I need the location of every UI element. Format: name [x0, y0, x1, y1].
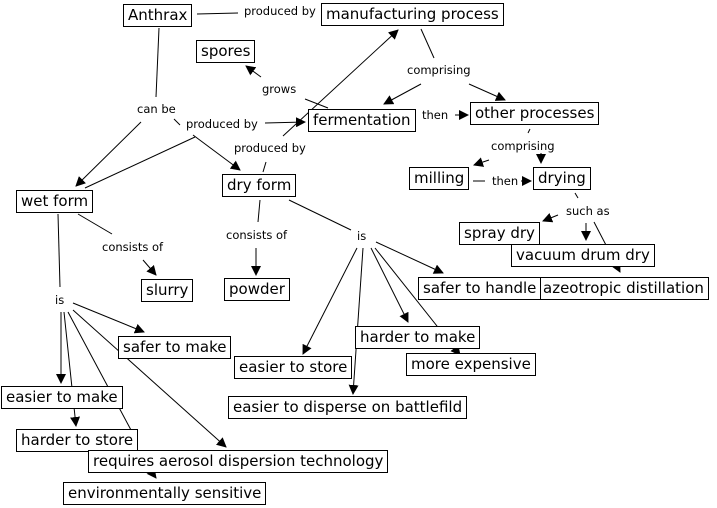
concept-slurry[interactable]: slurry — [141, 279, 194, 302]
edge — [72, 309, 227, 448]
concept-azeotropic-distillation[interactable]: azeotropic distillation — [538, 277, 709, 300]
link-label-such-as: such as — [565, 204, 611, 218]
edge — [262, 161, 267, 173]
concept-powder[interactable]: powder — [224, 278, 290, 301]
concept-dry-form[interactable]: dry form — [222, 174, 297, 197]
link-label-is: is — [54, 293, 66, 307]
edge — [527, 128, 531, 134]
edge — [72, 302, 145, 334]
concept-safer-to-handle[interactable]: safer to handle — [418, 277, 542, 300]
link-label-produced-by: produced by — [233, 141, 307, 155]
edge — [155, 27, 160, 98]
edge — [282, 29, 399, 137]
edge — [473, 157, 490, 167]
concept-environmentally-sensitive[interactable]: environmentally sensitive — [63, 482, 267, 505]
edge — [288, 199, 352, 231]
edge — [196, 12, 239, 15]
link-label-then: then — [491, 174, 520, 188]
concept-harder-to-store[interactable]: harder to store — [16, 429, 139, 452]
concept-drying[interactable]: drying — [533, 167, 591, 190]
edge — [77, 213, 113, 235]
concept-easier-to-disperse[interactable]: easier to disperse on battlefild — [228, 396, 468, 419]
edge — [84, 136, 196, 189]
concept-requires-aerosol[interactable]: requires aerosol dispersion technology — [88, 450, 389, 473]
concept-vacuum-drum-dry[interactable]: vacuum drum dry — [511, 244, 655, 267]
edge — [383, 83, 422, 105]
link-label-then: then — [421, 108, 450, 122]
link-label-produced-by: produced by — [243, 4, 317, 18]
edge — [142, 259, 157, 276]
edge — [375, 241, 444, 274]
concept-anthrax[interactable]: Anthrax — [123, 4, 193, 27]
edge — [302, 247, 358, 355]
edge — [542, 213, 559, 223]
concept-easier-to-make[interactable]: easier to make — [1, 386, 123, 409]
edge — [304, 98, 329, 109]
concept-manufacturing-process[interactable]: manufacturing process — [321, 3, 504, 26]
edge — [574, 192, 579, 199]
edge — [420, 28, 435, 59]
concept-wet-form[interactable]: wet form — [16, 190, 94, 213]
concept-other-processes[interactable]: other processes — [470, 102, 600, 125]
concept-more-expensive[interactable]: more expensive — [406, 353, 536, 376]
edge — [57, 213, 61, 288]
link-label-comprising: comprising — [406, 63, 472, 77]
concept-spores[interactable]: spores — [196, 40, 256, 63]
link-label-consists-of: consists of — [101, 240, 165, 254]
edge — [468, 83, 506, 101]
link-label-grows: grows — [261, 82, 298, 96]
edge — [257, 199, 261, 223]
edge — [348, 247, 364, 395]
edge — [245, 65, 262, 78]
concept-safer-to-make[interactable]: safer to make — [118, 336, 232, 359]
edge — [67, 311, 132, 431]
concept-harder-to-make[interactable]: harder to make — [355, 326, 481, 349]
link-label-produced-by: produced by — [185, 117, 259, 131]
edge — [264, 117, 306, 128]
concept-milling[interactable]: milling — [409, 167, 470, 190]
edge — [75, 121, 142, 187]
link-label-can-be: can be — [136, 102, 177, 116]
link-label-consists-of: consists of — [225, 228, 289, 242]
concept-easier-to-store[interactable]: easier to store — [234, 356, 353, 379]
edge — [370, 247, 409, 323]
concept-spray-dry[interactable]: spray dry — [459, 222, 540, 245]
concept-fermentation[interactable]: fermentation — [308, 109, 416, 132]
link-label-comprising: comprising — [490, 139, 556, 153]
edge — [173, 118, 181, 126]
link-label-is: is — [356, 229, 368, 243]
edge — [192, 134, 241, 171]
